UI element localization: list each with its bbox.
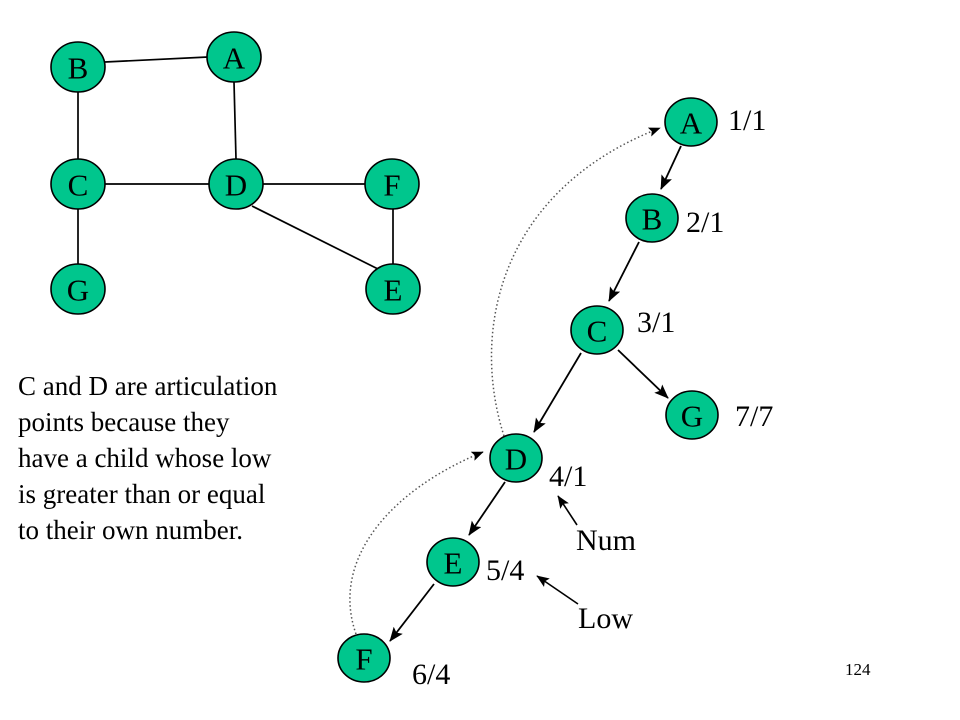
tree-node-E[interactable]: E	[426, 537, 480, 587]
edge-D-E	[251, 205, 379, 270]
tree-node-G[interactable]: G	[665, 390, 719, 440]
numlow-label-G: 7/7	[735, 400, 773, 433]
numlow-label-E: 5/4	[486, 554, 524, 587]
tree-node-A[interactable]: A	[664, 97, 718, 147]
graph-node-E-label: E	[384, 273, 403, 308]
tree-node-C-label: C	[587, 314, 608, 349]
dfs-tree-back-edges	[349, 127, 661, 635]
tree-edge-B-C	[608, 241, 640, 302]
tree-node-F-label: F	[355, 642, 372, 677]
edge-A-D	[233, 81, 237, 160]
tree-node-E-label: E	[444, 546, 463, 581]
graph-node-F-label: F	[383, 168, 400, 203]
numlow-label-C: 3/1	[637, 306, 675, 339]
graph-node-E[interactable]: E	[365, 263, 421, 315]
dfs-tree-nodes: A B C G D E F	[337, 97, 719, 683]
page-number: 124	[845, 660, 871, 679]
graph-node-G[interactable]: G	[50, 263, 106, 315]
edge-B-A	[104, 56, 209, 63]
num-callout-arrow	[557, 495, 578, 526]
tree-node-D-label: D	[505, 442, 527, 477]
graph-node-C-label: C	[68, 168, 89, 203]
graph-node-A[interactable]: A	[206, 31, 262, 83]
dfs-tree-numlow-labels: 1/1 2/1 3/1 7/7 4/1 5/4 6/4	[412, 104, 773, 691]
graph-node-D-label: D	[225, 168, 247, 203]
tree-node-D[interactable]: D	[489, 433, 543, 483]
graph-node-G-label: G	[67, 273, 89, 308]
graph-node-C[interactable]: C	[50, 158, 106, 210]
back-edge-D-A	[490, 127, 661, 437]
numlow-label-F: 6/4	[412, 658, 450, 691]
undirected-graph-edges	[77, 56, 394, 270]
graph-node-B[interactable]: B	[50, 41, 106, 93]
tree-node-A-label: A	[680, 106, 703, 141]
tree-edge-A-B	[660, 145, 682, 190]
graph-node-A-label: A	[223, 41, 246, 76]
graph-node-F[interactable]: F	[364, 158, 420, 210]
tree-node-C[interactable]: C	[570, 305, 624, 355]
graph-node-D[interactable]: D	[208, 158, 264, 210]
back-edge-F-D	[349, 451, 484, 635]
tree-edge-D-E	[468, 481, 506, 536]
num-callout-label: Num	[576, 524, 636, 557]
tree-node-B[interactable]: B	[625, 193, 679, 243]
dfs-tree-edges	[389, 145, 682, 642]
tree-node-G-label: G	[681, 399, 703, 434]
explanation-text: C and D are articulation points because …	[18, 371, 278, 545]
tree-edge-C-G	[617, 349, 669, 399]
tree-edge-E-F	[389, 583, 435, 642]
low-callout-arrow	[536, 575, 579, 605]
tree-node-B-label: B	[642, 202, 663, 237]
tree-node-F[interactable]: F	[337, 633, 391, 683]
low-callout-label: Low	[578, 602, 633, 635]
numlow-label-A: 1/1	[728, 104, 766, 137]
graph-node-B-label: B	[68, 51, 89, 86]
numlow-label-B: 2/1	[686, 206, 724, 239]
numlow-label-D: 4/1	[549, 460, 587, 493]
undirected-graph-nodes: B A C D F G E	[50, 31, 421, 315]
tree-edge-C-D	[533, 352, 582, 433]
callout-annotations: Num Low	[536, 495, 636, 635]
